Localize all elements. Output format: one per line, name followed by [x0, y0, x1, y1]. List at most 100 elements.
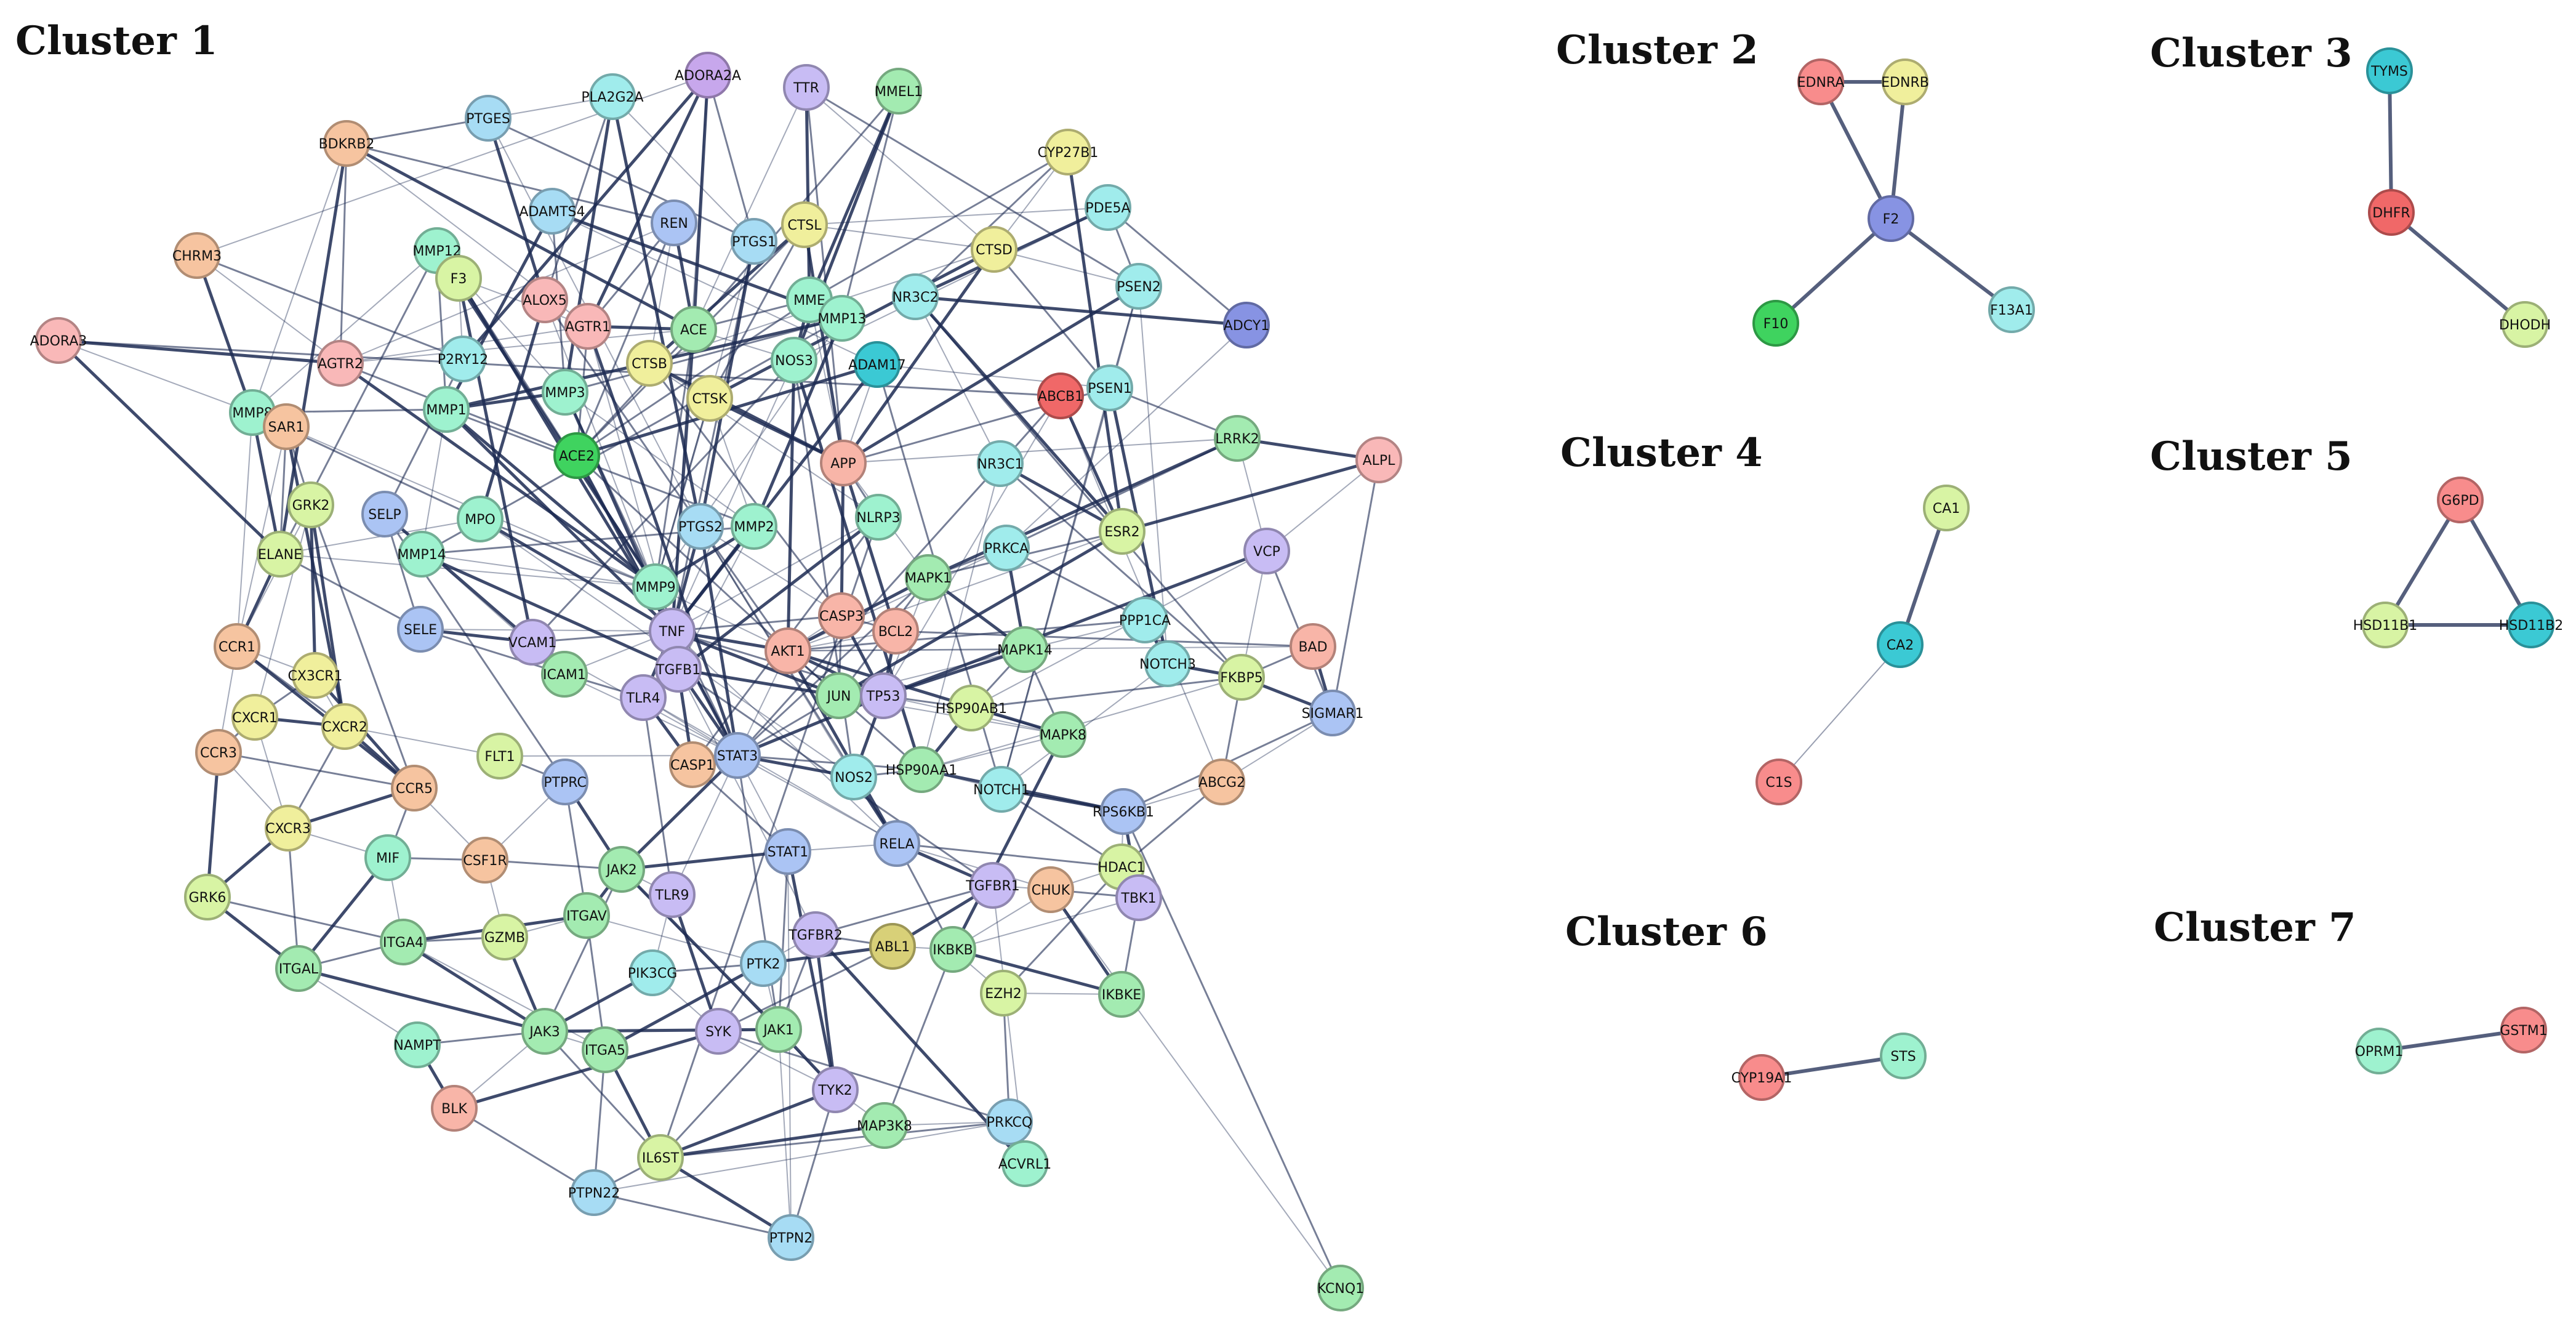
node-mmel1[interactable]: MMEL1 [875, 68, 923, 115]
node-ttr[interactable]: TTR [783, 64, 830, 111]
node-jun[interactable]: JUN [816, 672, 862, 719]
node-ace[interactable]: ACE [670, 306, 717, 353]
node-rps6kb1[interactable]: RPS6KB1 [1093, 788, 1154, 835]
node-tlr9[interactable]: TLR9 [649, 871, 696, 918]
node-fkbp5[interactable]: FKBP5 [1218, 654, 1265, 701]
node-tnf[interactable]: TNF [649, 608, 696, 654]
node-ezh2[interactable]: EZH2 [980, 970, 1027, 1017]
node-cxcr1[interactable]: CXCR1 [231, 694, 278, 741]
node-notch3[interactable]: NOTCH3 [1139, 640, 1196, 687]
node-jak2[interactable]: JAK2 [598, 846, 645, 893]
node-ptges[interactable]: PTGES [465, 95, 512, 142]
node-ctsk[interactable]: CTSK [686, 375, 733, 422]
node-ccr5[interactable]: CCR5 [391, 765, 438, 811]
node-bdkrb2[interactable]: BDKRB2 [319, 120, 375, 167]
node-mmp9[interactable]: MMP9 [632, 563, 679, 610]
node-itgal[interactable]: ITGAL [275, 945, 322, 992]
node-abl1[interactable]: ABL1 [869, 923, 916, 970]
node-ptpn2[interactable]: PTPN2 [768, 1214, 814, 1261]
node-il6st[interactable]: IL6ST [637, 1134, 684, 1181]
node-ikbke[interactable]: IKBKE [1098, 971, 1145, 1018]
node-tbk1[interactable]: TBK1 [1115, 874, 1162, 921]
node-adcy1[interactable]: ADCY1 [1223, 302, 1270, 348]
node-hsd11b2[interactable]: HSD11B2 [2499, 602, 2564, 648]
node-dhfr[interactable]: DHFR [2368, 189, 2415, 236]
node-esr2[interactable]: ESR2 [1099, 508, 1146, 555]
node-itgav[interactable]: ITGAV [563, 892, 610, 939]
node-jak1[interactable]: JAK1 [755, 1006, 802, 1053]
node-casp1[interactable]: CASP1 [669, 741, 716, 788]
node-adora3[interactable]: ADORA3 [30, 317, 87, 364]
node-adamts4[interactable]: ADAMTS4 [519, 188, 585, 235]
node-chuk[interactable]: CHUK [1027, 866, 1074, 913]
node-icam1[interactable]: ICAM1 [541, 651, 588, 698]
node-mmp14[interactable]: MMP14 [397, 531, 446, 578]
node-cxcr3[interactable]: CXCR3 [265, 805, 311, 852]
node-f10[interactable]: F10 [1752, 300, 1799, 347]
node-p2ry12[interactable]: P2RY12 [438, 336, 489, 382]
node-pik3cg[interactable]: PIK3CG [628, 949, 678, 996]
node-ctsb[interactable]: CTSB [626, 340, 673, 387]
node-f13a1[interactable]: F13A1 [1988, 286, 2035, 333]
node-g6pd[interactable]: G6PD [2437, 477, 2484, 523]
node-c1s[interactable]: C1S [1755, 759, 1802, 805]
node-sts[interactable]: STS [1880, 1033, 1927, 1079]
node-app[interactable]: APP [820, 440, 867, 486]
node-ca2[interactable]: CA2 [1877, 621, 1924, 668]
node-alox5[interactable]: ALOX5 [521, 276, 568, 323]
node-stat3[interactable]: STAT3 [714, 732, 761, 779]
node-ccr3[interactable]: CCR3 [195, 729, 242, 776]
node-mmp1[interactable]: MMP1 [423, 386, 470, 433]
node-elane[interactable]: ELANE [257, 531, 303, 578]
node-chrm3[interactable]: CHRM3 [172, 232, 222, 279]
node-nos3[interactable]: NOS3 [771, 337, 817, 384]
node-selp[interactable]: SELP [361, 491, 408, 538]
node-bcl2[interactable]: BCL2 [872, 608, 919, 654]
node-casp3[interactable]: CASP3 [818, 592, 865, 639]
node-oprm1[interactable]: OPRM1 [2355, 1028, 2404, 1074]
node-mmp2[interactable]: MMP2 [731, 503, 777, 550]
node-alpl[interactable]: ALPL [1355, 437, 1402, 483]
node-psen2[interactable]: PSEN2 [1115, 263, 1162, 310]
node-ptgs1[interactable]: PTGS1 [731, 218, 777, 265]
node-nos2[interactable]: NOS2 [830, 754, 877, 800]
node-hsp90ab1[interactable]: HSP90AB1 [936, 685, 1007, 731]
node-sar1[interactable]: SAR1 [263, 403, 310, 450]
node-ptgs2[interactable]: PTGS2 [677, 503, 724, 550]
node-ren[interactable]: REN [651, 199, 697, 246]
node-csf1r[interactable]: CSF1R [462, 837, 508, 884]
node-tgfbr2[interactable]: TGFBR2 [788, 911, 843, 958]
node-itga5[interactable]: ITGA5 [582, 1026, 628, 1073]
node-blk[interactable]: BLK [431, 1085, 478, 1132]
node-mapk14[interactable]: MAPK14 [997, 626, 1053, 673]
node-abcg2[interactable]: ABCG2 [1198, 759, 1245, 805]
node-psen1[interactable]: PSEN1 [1086, 364, 1133, 411]
node-sele[interactable]: SELE [397, 606, 444, 653]
node-ptprc[interactable]: PTPRC [542, 759, 588, 805]
node-map3k8[interactable]: MAP3K8 [857, 1102, 912, 1149]
node-dhodh[interactable]: DHODH [2499, 301, 2551, 348]
node-notch1[interactable]: NOTCH1 [973, 766, 1030, 813]
node-tlr4[interactable]: TLR4 [620, 674, 667, 721]
node-ctsl[interactable]: CTSL [781, 201, 828, 248]
node-mmp13[interactable]: MMP13 [817, 295, 867, 342]
node-ednrb[interactable]: EDNRB [1881, 58, 1929, 105]
node-abcb1[interactable]: ABCB1 [1037, 373, 1084, 419]
node-hsp90aa1[interactable]: HSP90AA1 [886, 746, 957, 793]
node-prkca[interactable]: PRKCA [983, 525, 1030, 571]
node-mif[interactable]: MIF [364, 834, 411, 881]
node-f3[interactable]: F3 [435, 255, 482, 302]
node-nr3c2[interactable]: NR3C2 [892, 273, 939, 320]
node-ednra[interactable]: EDNRA [1797, 58, 1845, 105]
node-tgfbr1[interactable]: TGFBR1 [965, 862, 1020, 909]
node-tyms[interactable]: TYMS [2366, 47, 2413, 94]
node-gstm1[interactable]: GSTM1 [2500, 1007, 2548, 1053]
node-ppp1ca[interactable]: PPP1CA [1119, 597, 1171, 643]
node-nr3c1[interactable]: NR3C1 [977, 440, 1024, 487]
node-tp53[interactable]: TP53 [860, 672, 907, 719]
node-mapk1[interactable]: MAPK1 [905, 554, 952, 601]
node-cyp27b1[interactable]: CYP27B1 [1038, 129, 1099, 175]
node-lrrk2[interactable]: LRRK2 [1214, 415, 1261, 462]
node-tgfb1[interactable]: TGFB1 [655, 646, 702, 693]
node-cx3cr1[interactable]: CX3CR1 [287, 652, 343, 699]
